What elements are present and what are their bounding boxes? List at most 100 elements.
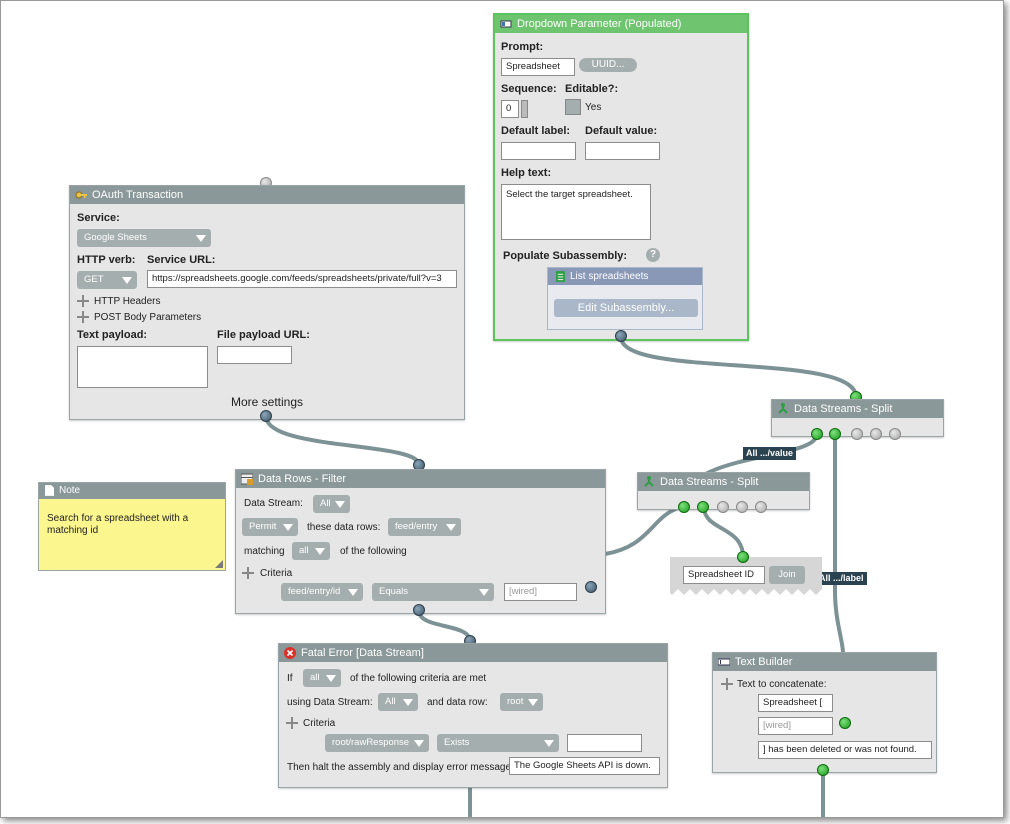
criteria-label: Criteria — [303, 718, 336, 729]
text-builder-block[interactable]: Text Builder Text to concatenate: Spread… — [712, 652, 937, 773]
file-payload-input[interactable] — [217, 346, 292, 364]
chevron-down-icon — [403, 699, 413, 706]
chevron-down-icon — [479, 589, 489, 596]
criteria-field-select[interactable]: feed/entry/id — [281, 583, 363, 601]
add-http-headers-icon[interactable] — [77, 295, 89, 307]
data-row-select[interactable]: root — [500, 693, 543, 711]
split-top-port-2[interactable] — [829, 428, 841, 440]
editable-checkbox[interactable] — [565, 99, 581, 115]
dropdown-parameter-header[interactable]: Dropdown Parameter (Populated) — [495, 15, 747, 33]
concat-label: Text to concatenate: — [737, 679, 827, 690]
note-header[interactable]: Note — [39, 483, 225, 499]
wire-tag-value[interactable]: All .../value — [743, 447, 797, 460]
matching-select[interactable]: all — [292, 542, 330, 560]
subassembly-header[interactable]: List spreadsheets — [548, 268, 702, 285]
add-post-body-icon[interactable] — [77, 311, 89, 323]
service-url-input[interactable]: https://spreadsheets.google.com/feeds/sp… — [147, 270, 457, 288]
split-mid-port-1[interactable] — [678, 501, 690, 513]
split-top-port-4[interactable] — [870, 428, 882, 440]
default-value-label: Default value: — [585, 125, 658, 137]
add-criteria-icon[interactable] — [242, 567, 254, 579]
text-payload-area[interactable] — [77, 346, 208, 388]
dropdown-output-port[interactable] — [615, 330, 627, 342]
split-top-port-1[interactable] — [811, 428, 823, 440]
text-part-1-input[interactable]: Spreadsheet [ — [758, 694, 833, 712]
subassembly-block[interactable]: List spreadsheets Edit Subassembly... — [547, 267, 703, 330]
data-stream-select[interactable]: All — [313, 495, 350, 513]
fatal-criteria-op-select[interactable]: Exists — [437, 734, 559, 752]
criteria-met-label: of the following criteria are met — [350, 673, 487, 684]
filter-output-port[interactable] — [413, 604, 425, 616]
chevron-down-icon — [446, 524, 456, 531]
criteria-label: Criteria — [260, 568, 293, 579]
resize-handle-icon[interactable] — [215, 560, 223, 568]
service-select[interactable]: Google Sheets — [77, 229, 211, 247]
filter-header[interactable]: Data Rows - Filter — [236, 470, 605, 488]
chevron-down-icon — [414, 740, 424, 747]
add-criteria-icon[interactable] — [286, 717, 298, 729]
rows-select[interactable]: feed/entry — [388, 518, 461, 536]
note-body[interactable]: Search for a spreadsheet with a matching… — [47, 513, 189, 536]
text-builder-wired-port[interactable] — [839, 717, 851, 729]
split-mid-header[interactable]: Data Streams - Split — [638, 473, 809, 491]
text-builder-header[interactable]: Text Builder — [713, 653, 936, 671]
fatal-error-block[interactable]: Fatal Error [Data Stream] If all of the … — [278, 643, 668, 788]
default-label-input[interactable] — [501, 142, 576, 160]
wire-filter-fatal — [417, 609, 472, 643]
chevron-down-icon — [326, 675, 336, 682]
http-verb-select[interactable]: GET — [77, 271, 137, 289]
split-mid-port-3[interactable] — [717, 501, 729, 513]
filter-icon — [241, 473, 253, 485]
oauth-transaction-block[interactable]: OAuth Transaction Service: Google Sheets… — [69, 185, 465, 420]
oauth-header[interactable]: OAuth Transaction — [70, 186, 464, 204]
dropdown-parameter-block[interactable]: Dropdown Parameter (Populated) Prompt: S… — [493, 13, 749, 341]
criteria-op-select[interactable]: Equals — [372, 583, 494, 601]
post-body-label[interactable]: POST Body Parameters — [94, 312, 202, 323]
halt-label: Then halt the assembly and display error… — [287, 762, 514, 773]
text-builder-title: Text Builder — [735, 656, 793, 668]
help-text-area[interactable]: Select the target spreadsheet. — [501, 184, 651, 240]
if-select[interactable]: all — [303, 669, 341, 687]
split-top-header[interactable]: Data Streams - Split — [772, 400, 943, 418]
split-mid-port-5[interactable] — [755, 501, 767, 513]
help-icon[interactable]: ? — [646, 248, 660, 262]
split-mid-title: Data Streams - Split — [660, 476, 759, 488]
fatal-criteria-field-select[interactable]: root/rawResponse — [325, 734, 429, 752]
filter-criteria-port[interactable] — [585, 581, 597, 593]
prompt-input[interactable]: Spreadsheet — [501, 58, 575, 76]
note-block[interactable]: Note Search for a spreadsheet with a mat… — [38, 482, 226, 571]
add-text-part-icon[interactable] — [721, 678, 733, 690]
criteria-value-input[interactable]: [wired] — [504, 583, 577, 601]
oauth-output-port[interactable] — [260, 410, 272, 422]
wire-tag-label[interactable]: All .../label — [816, 572, 867, 585]
service-value: Google Sheets — [84, 232, 147, 243]
text-part-3-input[interactable]: ] has been deleted or was not found. — [758, 741, 932, 759]
split-mid-port-4[interactable] — [736, 501, 748, 513]
fatal-error-header[interactable]: Fatal Error [Data Stream] — [279, 644, 667, 662]
text-part-2-input[interactable]: [wired] — [758, 717, 833, 735]
join-input-port[interactable] — [737, 551, 749, 563]
using-data-stream-select[interactable]: All — [378, 693, 418, 711]
halt-message-input[interactable]: The Google Sheets API is down. — [509, 757, 660, 775]
uuid-button[interactable]: UUID... — [579, 58, 637, 72]
split-top-port-3[interactable] — [851, 428, 863, 440]
edit-subassembly-button[interactable]: Edit Subassembly... — [554, 299, 698, 317]
http-headers-label[interactable]: HTTP Headers — [94, 296, 161, 307]
chevron-down-icon — [283, 524, 293, 531]
split-mid-port-2[interactable] — [697, 501, 709, 513]
chevron-down-icon — [122, 277, 132, 284]
sequence-input[interactable]: 0 — [501, 100, 519, 118]
filter-block[interactable]: Data Rows - Filter Data Stream: All Perm… — [235, 469, 606, 614]
split-top-port-5[interactable] — [889, 428, 901, 440]
service-url-label: Service URL: — [147, 254, 216, 266]
default-value-input[interactable] — [585, 142, 660, 160]
filter-title: Data Rows - Filter — [258, 473, 347, 485]
more-settings-link[interactable]: More settings — [230, 395, 304, 409]
join-button[interactable]: Join — [769, 566, 805, 584]
sequence-stepper[interactable] — [521, 100, 528, 118]
fatal-criteria-value-input[interactable] — [567, 734, 642, 752]
permit-select[interactable]: Permit — [242, 518, 298, 536]
text-builder-output-port[interactable] — [817, 764, 829, 776]
split-mid-block[interactable]: Data Streams - Split — [637, 472, 810, 510]
join-field-input[interactable]: Spreadsheet ID — [683, 566, 765, 584]
